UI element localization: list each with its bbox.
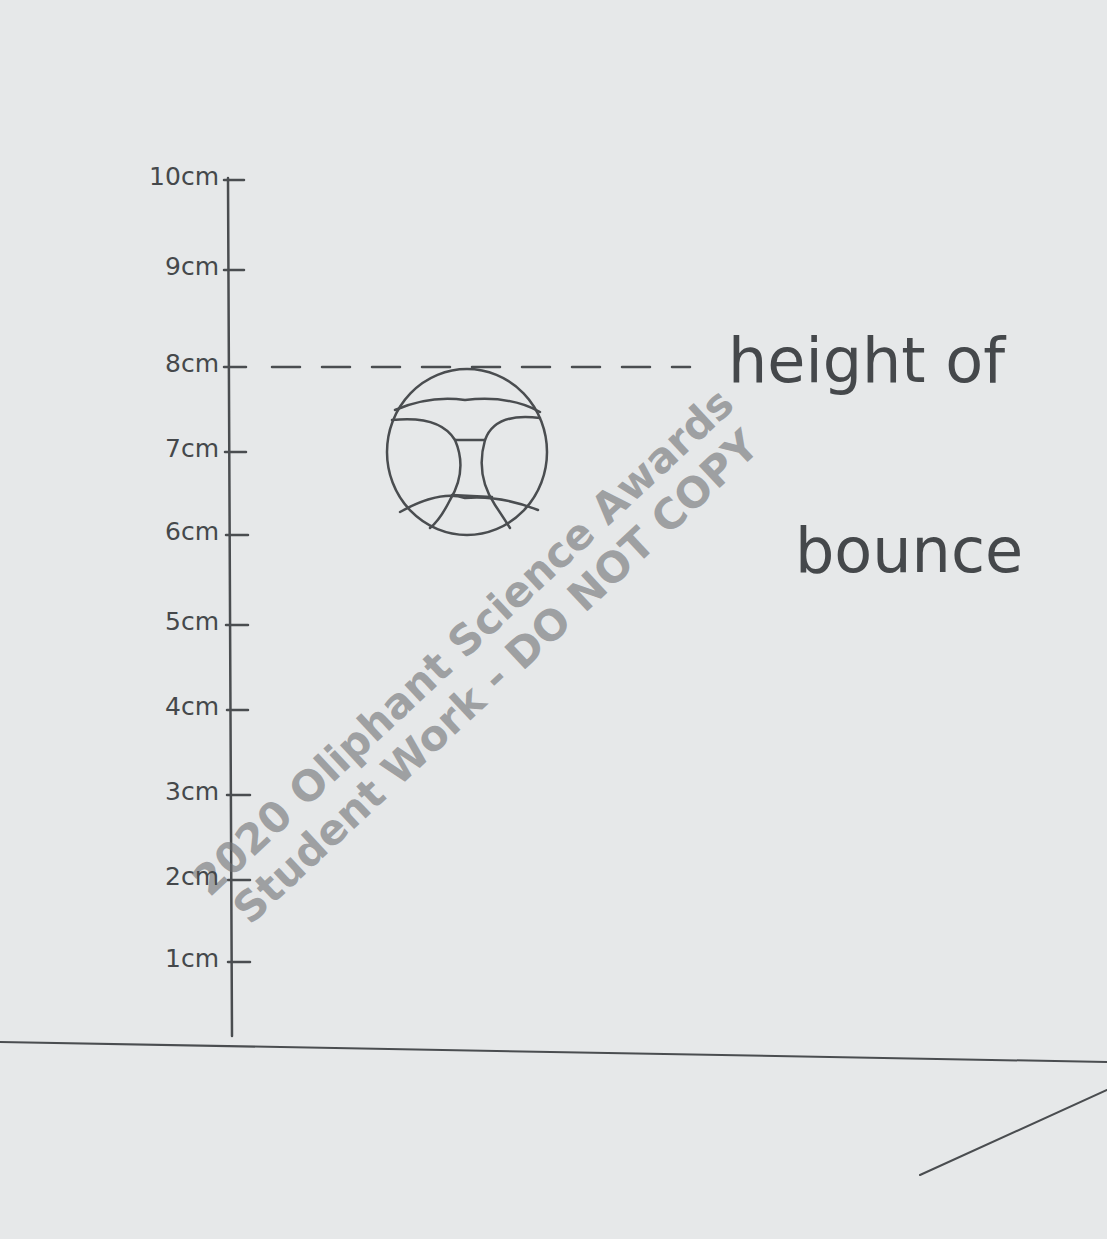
- scale-label: 9cm: [165, 254, 219, 279]
- tick-mark: [224, 179, 244, 182]
- tick-mark: [224, 269, 244, 272]
- scale-label: 6cm: [165, 519, 219, 544]
- scale-label: 1cm: [165, 946, 219, 971]
- scale-label: 2cm: [165, 864, 219, 889]
- watermark-text: 2020 Oliphant Science Awards: [184, 379, 744, 906]
- tick-mark: [226, 534, 248, 537]
- tick-mark: [225, 451, 246, 454]
- tick-mark: [224, 366, 246, 369]
- watermark-text: Student Work - DO NOT COPY: [217, 414, 777, 941]
- bounce-height-line: [272, 366, 690, 369]
- scale-label: 10cm: [149, 164, 219, 189]
- scale-label: 7cm: [165, 436, 219, 461]
- scale-label: 3cm: [165, 779, 219, 804]
- annotation-text: bounce: [795, 520, 1023, 582]
- tick-mark: [227, 794, 250, 797]
- tick-mark: [227, 709, 248, 712]
- tick-mark: [226, 624, 248, 627]
- tick-mark: [228, 961, 250, 964]
- scale-label: 4cm: [165, 694, 219, 719]
- scale-label: 8cm: [165, 351, 219, 376]
- watermark-block: 2020 Oliphant Science AwardsStudent Work…: [184, 379, 777, 941]
- scale-label: 5cm: [165, 609, 219, 634]
- stray-line: [920, 1090, 1107, 1175]
- ball-drawing: [387, 369, 547, 535]
- floor-line: [0, 1042, 1107, 1062]
- annotation-text: height of: [728, 330, 1005, 392]
